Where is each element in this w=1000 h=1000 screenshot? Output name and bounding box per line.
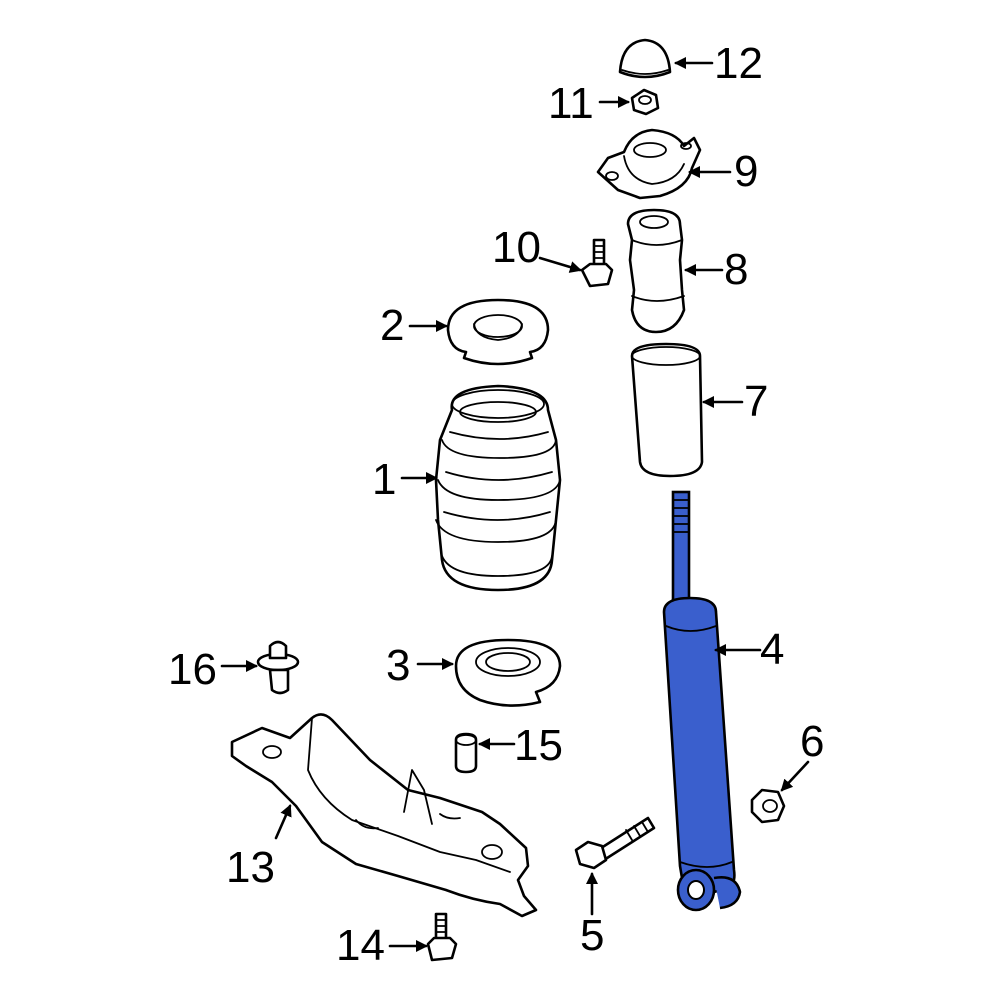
- callout-3: 3: [386, 641, 410, 690]
- callout-2: 2: [380, 301, 404, 350]
- callout-1: 1: [372, 455, 396, 504]
- part-7-dust-boot[interactable]: [630, 342, 704, 478]
- callout-7: 7: [744, 377, 768, 426]
- part-9-upper-mount[interactable]: [596, 128, 702, 200]
- part-10-bolt[interactable]: [580, 238, 614, 288]
- part-15-bushing[interactable]: [454, 732, 478, 774]
- part-13-control-arm[interactable]: [230, 713, 538, 918]
- part-1-coil-spring[interactable]: [434, 384, 562, 592]
- part-11-nut[interactable]: [630, 88, 660, 116]
- leader-13: [274, 804, 292, 840]
- leader-10: [538, 256, 582, 273]
- callout-8: 8: [724, 245, 748, 294]
- part-2-upper-spring-seat[interactable]: [446, 298, 550, 366]
- callout-15: 15: [514, 721, 563, 770]
- part-12-dust-cap[interactable]: [618, 38, 672, 79]
- callout-13: 13: [226, 843, 275, 892]
- callout-4: 4: [760, 625, 784, 674]
- callout-10: 10: [492, 223, 541, 272]
- part-14-bolt[interactable]: [426, 912, 458, 962]
- part-3-lower-spring-seat[interactable]: [454, 638, 562, 707]
- callout-12: 12: [714, 39, 763, 88]
- leader-6: [780, 760, 810, 792]
- part-4-shock-absorber[interactable]: [662, 490, 742, 912]
- part-5-bolt[interactable]: [574, 816, 656, 870]
- callout-16: 16: [168, 645, 217, 694]
- callout-11: 11: [548, 79, 594, 128]
- callout-5: 5: [580, 911, 604, 960]
- callout-9: 9: [734, 147, 758, 196]
- callout-14: 14: [336, 921, 385, 970]
- part-16-push-clip[interactable]: [256, 640, 300, 695]
- part-6-nut[interactable]: [750, 788, 786, 824]
- callout-6: 6: [800, 717, 824, 766]
- part-8-bump-stop[interactable]: [626, 208, 686, 334]
